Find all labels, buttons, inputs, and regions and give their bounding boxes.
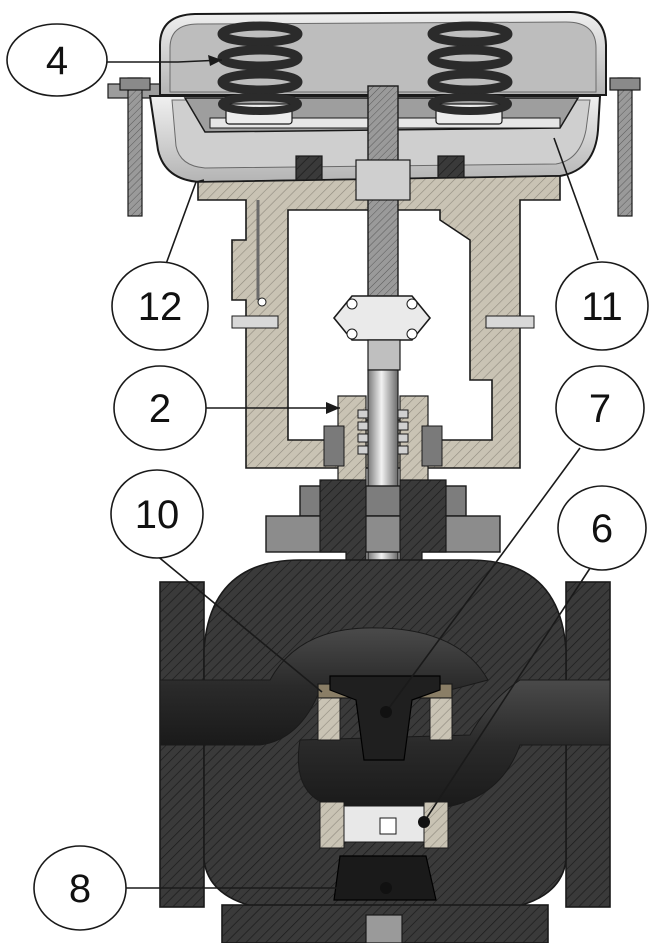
callout-7: 7 <box>555 365 645 451</box>
leader-12 <box>165 179 205 265</box>
leader-lines <box>97 55 599 894</box>
packing-box <box>323 395 443 487</box>
leader-11 <box>553 137 599 261</box>
callout-6-label: 6 <box>591 507 613 551</box>
callout-11: 11 <box>555 261 649 351</box>
spring-right <box>427 21 513 115</box>
stem-connector <box>332 295 432 371</box>
callout-8-label: 8 <box>69 867 91 911</box>
leader-4 <box>97 59 223 63</box>
callout-12: 12 <box>111 261 209 351</box>
leader-7 <box>385 447 581 713</box>
valve-plug-lower <box>333 855 437 901</box>
callout-12-label: 12 <box>138 285 183 329</box>
callout-4-label: 4 <box>46 39 68 83</box>
callout-11-label: 11 <box>581 285 623 329</box>
spring-left <box>217 21 303 115</box>
callout-8: 8 <box>33 845 127 931</box>
yoke <box>197 155 561 469</box>
callout-10: 10 <box>110 469 204 559</box>
leader-10 <box>149 549 323 693</box>
callout-10-label: 10 <box>135 493 180 537</box>
leader-6 <box>423 555 599 823</box>
callout-4: 4 <box>6 23 108 97</box>
valve-plug-upper <box>329 675 441 761</box>
callout-7-label: 7 <box>589 387 611 431</box>
callout-6: 6 <box>557 485 647 571</box>
callout-2: 2 <box>113 365 207 451</box>
actuator-stem <box>355 85 411 317</box>
callout-2-label: 2 <box>149 387 171 431</box>
